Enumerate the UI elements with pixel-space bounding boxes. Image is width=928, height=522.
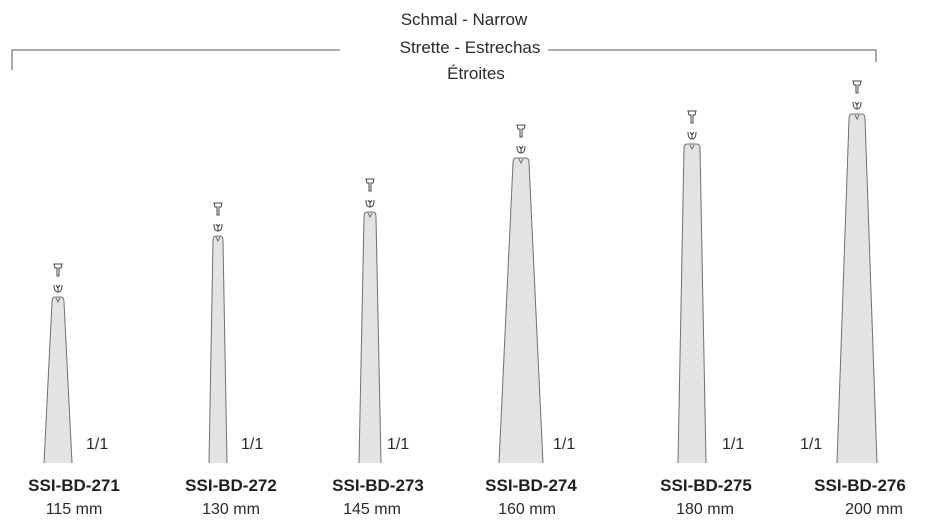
jaw-tip-icon <box>53 284 63 293</box>
instrument-joint-mark <box>55 297 61 304</box>
hook-tip-icon <box>516 124 526 138</box>
instrument-joint-mark <box>689 144 695 151</box>
product-code-4: SSI-BD-274 <box>485 476 577 495</box>
scale-label-6: 1/1 <box>800 436 823 453</box>
header-line-3: Étroites <box>447 64 505 83</box>
instrument-body <box>836 113 878 464</box>
instrument-joint-mark <box>367 212 373 219</box>
header-bracket <box>11 49 877 70</box>
product-code-2: SSI-BD-272 <box>185 476 277 495</box>
length-label-4: 160 mm <box>498 501 556 518</box>
instrument-body <box>498 157 544 464</box>
instruments-layer <box>43 80 878 464</box>
instrument-5 <box>677 110 707 464</box>
instrument-body <box>677 143 707 464</box>
instrument-body <box>208 235 228 464</box>
scale-label-2: 1/1 <box>241 436 264 453</box>
length-label-3: 145 mm <box>343 501 401 518</box>
instrument-6 <box>836 80 878 464</box>
hook-tip-icon <box>852 80 862 94</box>
jaw-tip-icon <box>213 223 223 232</box>
hook-tip-icon <box>365 178 375 192</box>
scale-label-4: 1/1 <box>553 436 576 453</box>
instrument-body <box>43 296 73 464</box>
product-code-5: SSI-BD-275 <box>660 476 752 495</box>
scale-label-3: 1/1 <box>387 436 410 453</box>
header-line-2: Strette - Estrechas <box>399 38 541 57</box>
instrument-joint-mark <box>518 158 524 165</box>
length-label-5: 180 mm <box>676 501 734 518</box>
length-label-1: 115 mm <box>45 501 103 518</box>
product-code-6: SSI-BD-276 <box>814 476 906 495</box>
instrument-2 <box>208 202 228 464</box>
jaw-tip-icon <box>365 199 375 208</box>
jaw-tip-icon <box>852 101 862 110</box>
length-label-2: 130 mm <box>202 501 260 518</box>
jaw-tip-icon <box>516 145 526 154</box>
scale-label-1: 1/1 <box>86 436 109 453</box>
instrument-3 <box>358 178 382 464</box>
product-code-3: SSI-BD-273 <box>332 476 424 495</box>
product-code-1: SSI-BD-271 <box>28 476 120 495</box>
header-line-1: Schmal - Narrow <box>400 10 528 29</box>
hook-tip-icon <box>687 110 697 124</box>
instrument-joint-mark <box>854 114 860 121</box>
instrument-4 <box>498 124 544 464</box>
hook-tip-icon <box>53 263 63 277</box>
scale-label-5: 1/1 <box>722 436 745 453</box>
instrument-1 <box>43 263 73 464</box>
instrument-body <box>358 211 382 464</box>
instrument-joint-mark <box>215 236 221 243</box>
jaw-tip-icon <box>687 131 697 140</box>
length-label-6: 200 mm <box>845 501 903 518</box>
hook-tip-icon <box>213 202 223 216</box>
